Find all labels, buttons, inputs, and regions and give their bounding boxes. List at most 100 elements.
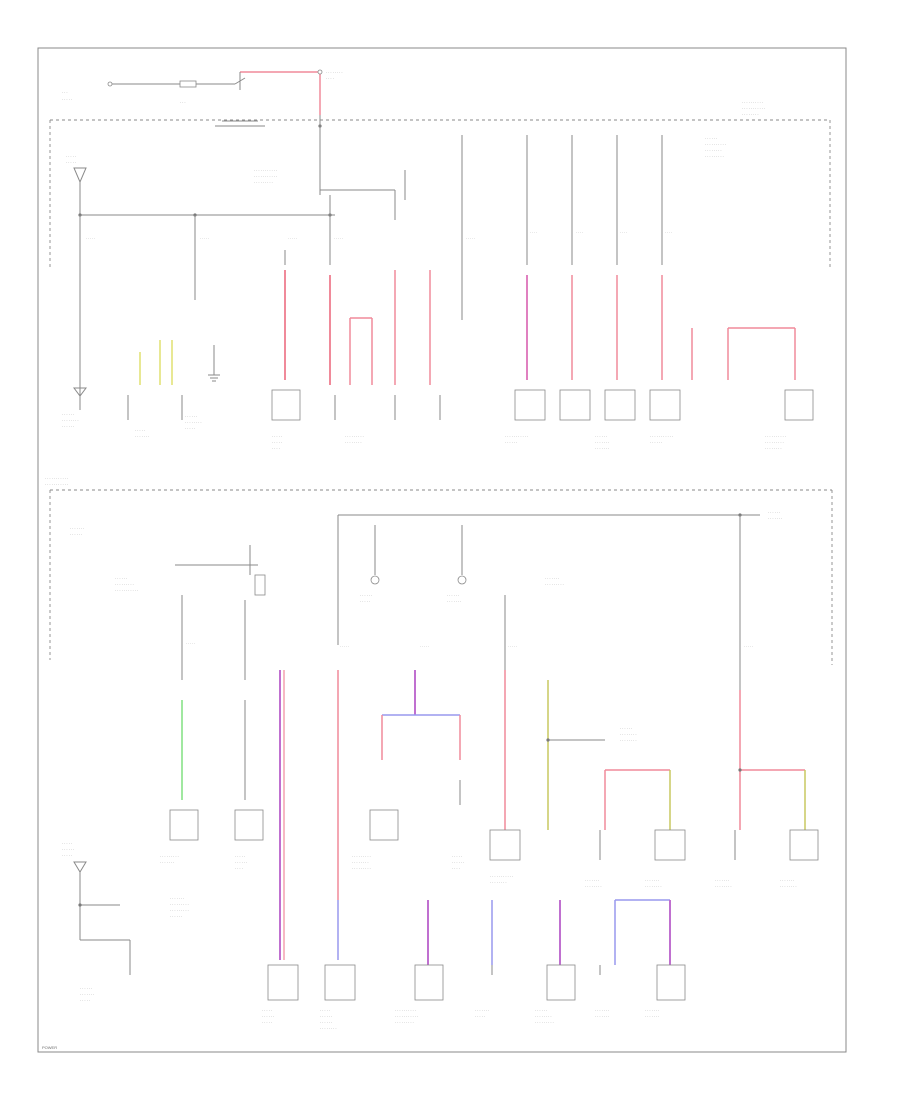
svg-text:· · · · · ·: · · · · · · (535, 1009, 547, 1013)
svg-text:· · · · · · · · · · ·: · · · · · · · · · · · (254, 175, 277, 179)
svg-text:· · · · · · · · · · ·: · · · · · · · · · · · (742, 107, 765, 111)
svg-text:· · · · · · · ·: · · · · · · · · (645, 885, 662, 889)
svg-text:· · · · · · · ·: · · · · · · · · (490, 881, 507, 885)
svg-text:· · · · · · · · ·: · · · · · · · · · (352, 867, 371, 871)
svg-text:· · · · · ·: · · · · · · (620, 727, 632, 731)
svg-text:· · · · · · ·: · · · · · · · (447, 600, 461, 604)
svg-text:· · · · ·: · · · · · (262, 1021, 272, 1025)
svg-text:· · · · ·: · · · · · (475, 1015, 485, 1019)
svg-text:· · · · ·: · · · · · (452, 855, 462, 859)
svg-text:· · · · · · ·: · · · · · · · (595, 1015, 609, 1019)
svg-text:· · · · · · · · ·: · · · · · · · · · (170, 909, 189, 913)
svg-text:· · · · · · · · · · ·: · · · · · · · · · · · (395, 1015, 418, 1019)
svg-text:· · · · · · · ·: · · · · · · · · (326, 71, 343, 75)
svg-text:· · · · · · ·: · · · · · · · (595, 441, 609, 445)
svg-text:· · · · · ·: · · · · · · (452, 861, 464, 865)
svg-text:· · · · · · · · ·: · · · · · · · · · (765, 441, 784, 445)
svg-text:· · · · ·: · · · · · (200, 237, 209, 241)
svg-text:· · · · · ·: · · · · · · (360, 594, 372, 598)
svg-text:· · · · · · ·: · · · · · · · (645, 1009, 659, 1013)
svg-text:· · · · ·: · · · · · (185, 427, 195, 431)
svg-text:· · · · · · · · ·: · · · · · · · · · (395, 1021, 414, 1025)
svg-text:· · · · · · · · · · ·: · · · · · · · · · · · (490, 875, 513, 879)
svg-text:· · · · ·: · · · · · (360, 600, 370, 604)
svg-text:· · · · · · ·: · · · · · · · (70, 527, 84, 531)
svg-text:· · · · · · ·: · · · · · · · (768, 517, 782, 521)
svg-text:· · · ·: · · · · (665, 231, 672, 235)
svg-text:· · · · · · ·: · · · · · · · (80, 993, 94, 997)
svg-text:· · · · · · ·: · · · · · · · (160, 861, 174, 865)
svg-text:· · · · · ·: · · · · · · (80, 987, 92, 991)
svg-text:· · · · · ·: · · · · · · (62, 413, 74, 417)
svg-text:· · · · · · · · · · ·: · · · · · · · · · · · (254, 169, 277, 173)
svg-text:· · · ·: · · · · (326, 77, 334, 81)
svg-text:· · · · · ·: · · · · · · (235, 861, 247, 865)
svg-text:· · · · · · ·: · · · · · · · (595, 447, 609, 451)
svg-text:· · · · ·: · · · · · (420, 645, 429, 649)
svg-text:· · · · ·: · · · · · (744, 645, 753, 649)
bottom-section: · · · · · · · · · · · · · · · · · · · · … (45, 477, 833, 1031)
svg-text:· · · · · · · · ·: · · · · · · · · · (352, 855, 371, 859)
svg-text:· · · · · · · · ·: · · · · · · · · · (345, 435, 364, 439)
svg-text:· · · · · · ·: · · · · · · · (545, 577, 559, 581)
svg-text:· · · · · · · · ·: · · · · · · · · · (545, 583, 564, 587)
svg-text:· · · · ·: · · · · · (288, 237, 297, 241)
svg-text:· · · ·: · · · · (452, 867, 460, 871)
svg-text:· · · · · · ·: · · · · · · · (595, 1009, 609, 1013)
diagram-frame (37, 47, 847, 1053)
svg-text:· · · · · ·: · · · · · · (320, 1021, 332, 1025)
svg-text:· · ·: · · · (180, 101, 186, 105)
svg-text:· · · · · ·: · · · · · · (447, 594, 459, 598)
svg-text:· · · · ·: · · · · · (62, 842, 72, 846)
svg-text:· · · · · · · · · ·: · · · · · · · · · · (395, 1009, 416, 1013)
svg-text:· · · · · · · ·: · · · · · · · · (620, 739, 637, 743)
svg-text:· · · · · · ·: · · · · · · · (170, 897, 184, 901)
svg-text:· · · · · · · ·: · · · · · · · · (742, 113, 759, 117)
svg-text:· · · · · · · · · · ·: · · · · · · · · · · · (650, 435, 673, 439)
svg-text:· · · · ·: · · · · · (334, 237, 343, 241)
svg-text:· · · ·: · · · · (235, 867, 243, 871)
svg-text:· · · · · · · ·: · · · · · · · · (185, 421, 202, 425)
svg-text:· · · · ·: · · · · · (80, 999, 90, 1003)
svg-text:· · · · · ·: · · · · · · (768, 511, 780, 515)
svg-text:· · · · · ·: · · · · · · (705, 137, 717, 141)
svg-text:· · · · ·: · · · · · (66, 155, 76, 159)
svg-text:· · · · · · ·: · · · · · · · (475, 1009, 489, 1013)
svg-text:· · · ·: · · · · (272, 447, 280, 451)
svg-text:· · · · · ·: · · · · · · (115, 577, 127, 581)
svg-text:· · · · ·: · · · · · (62, 854, 72, 858)
svg-text:· · · · · · · ·: · · · · · · · · (765, 447, 782, 451)
svg-text:· · · · · ·: · · · · · · (505, 441, 517, 445)
svg-text:· · · · ·: · · · · · (62, 98, 72, 102)
svg-text:· · · · ·: · · · · · (66, 161, 76, 165)
svg-text:· · · · ·: · · · · · (340, 645, 349, 649)
svg-text:· · · · · ·: · · · · · · (262, 1015, 274, 1019)
svg-text:· · · · · · · ·: · · · · · · · · (535, 1015, 552, 1019)
svg-text:· · · · · ·: · · · · · · (70, 533, 82, 537)
svg-text:· · · · · · · · ·: · · · · · · · · · (115, 583, 134, 587)
svg-text:· · · · ·: · · · · · (466, 237, 475, 241)
svg-text:· · · · ·: · · · · · (262, 1009, 272, 1013)
svg-text:· · · · · · · · · · ·: · · · · · · · · · · · (505, 435, 528, 439)
svg-text:· · · · · · ·: · · · · · · · (585, 879, 599, 883)
svg-text:· · · · · ·: · · · · · · (62, 848, 74, 852)
svg-text:· · · · · · · · · ·: · · · · · · · · · · (742, 101, 763, 105)
svg-text:· · · · · · · · · · ·: · · · · · · · · · · · (45, 483, 68, 487)
svg-text:· · · · · · · ·: · · · · · · · · (345, 441, 362, 445)
svg-text:· · · ·: · · · · (576, 231, 583, 235)
svg-text:· · · · · · ·: · · · · · · · (135, 435, 149, 439)
svg-text:· · · ·: · · · · (620, 231, 627, 235)
svg-text:· · · · · · · · · ·: · · · · · · · · · · (705, 143, 726, 147)
svg-text:· · · · · · ·: · · · · · · · (645, 879, 659, 883)
svg-text:· · · · · · · · · · ·: · · · · · · · · · · · (45, 477, 68, 481)
svg-text:· · · · · · ·: · · · · · · · (780, 879, 794, 883)
svg-text:· · ·: · · · (62, 91, 68, 95)
svg-text:· · · · · ·: · · · · · · (170, 915, 182, 919)
svg-text:· · · · · ·: · · · · · · (595, 435, 607, 439)
svg-text:· · · · · · · · ·: · · · · · · · · · (170, 903, 189, 907)
svg-text:· · · · ·: · · · · · (272, 435, 282, 439)
svg-text:· · · · · · · ·: · · · · · · · · (715, 885, 732, 889)
svg-text:· · · · ·: · · · · · (272, 441, 282, 445)
svg-text:· · · · ·: · · · · · (186, 642, 195, 646)
svg-text:· · · · ·: · · · · · (320, 1009, 330, 1013)
